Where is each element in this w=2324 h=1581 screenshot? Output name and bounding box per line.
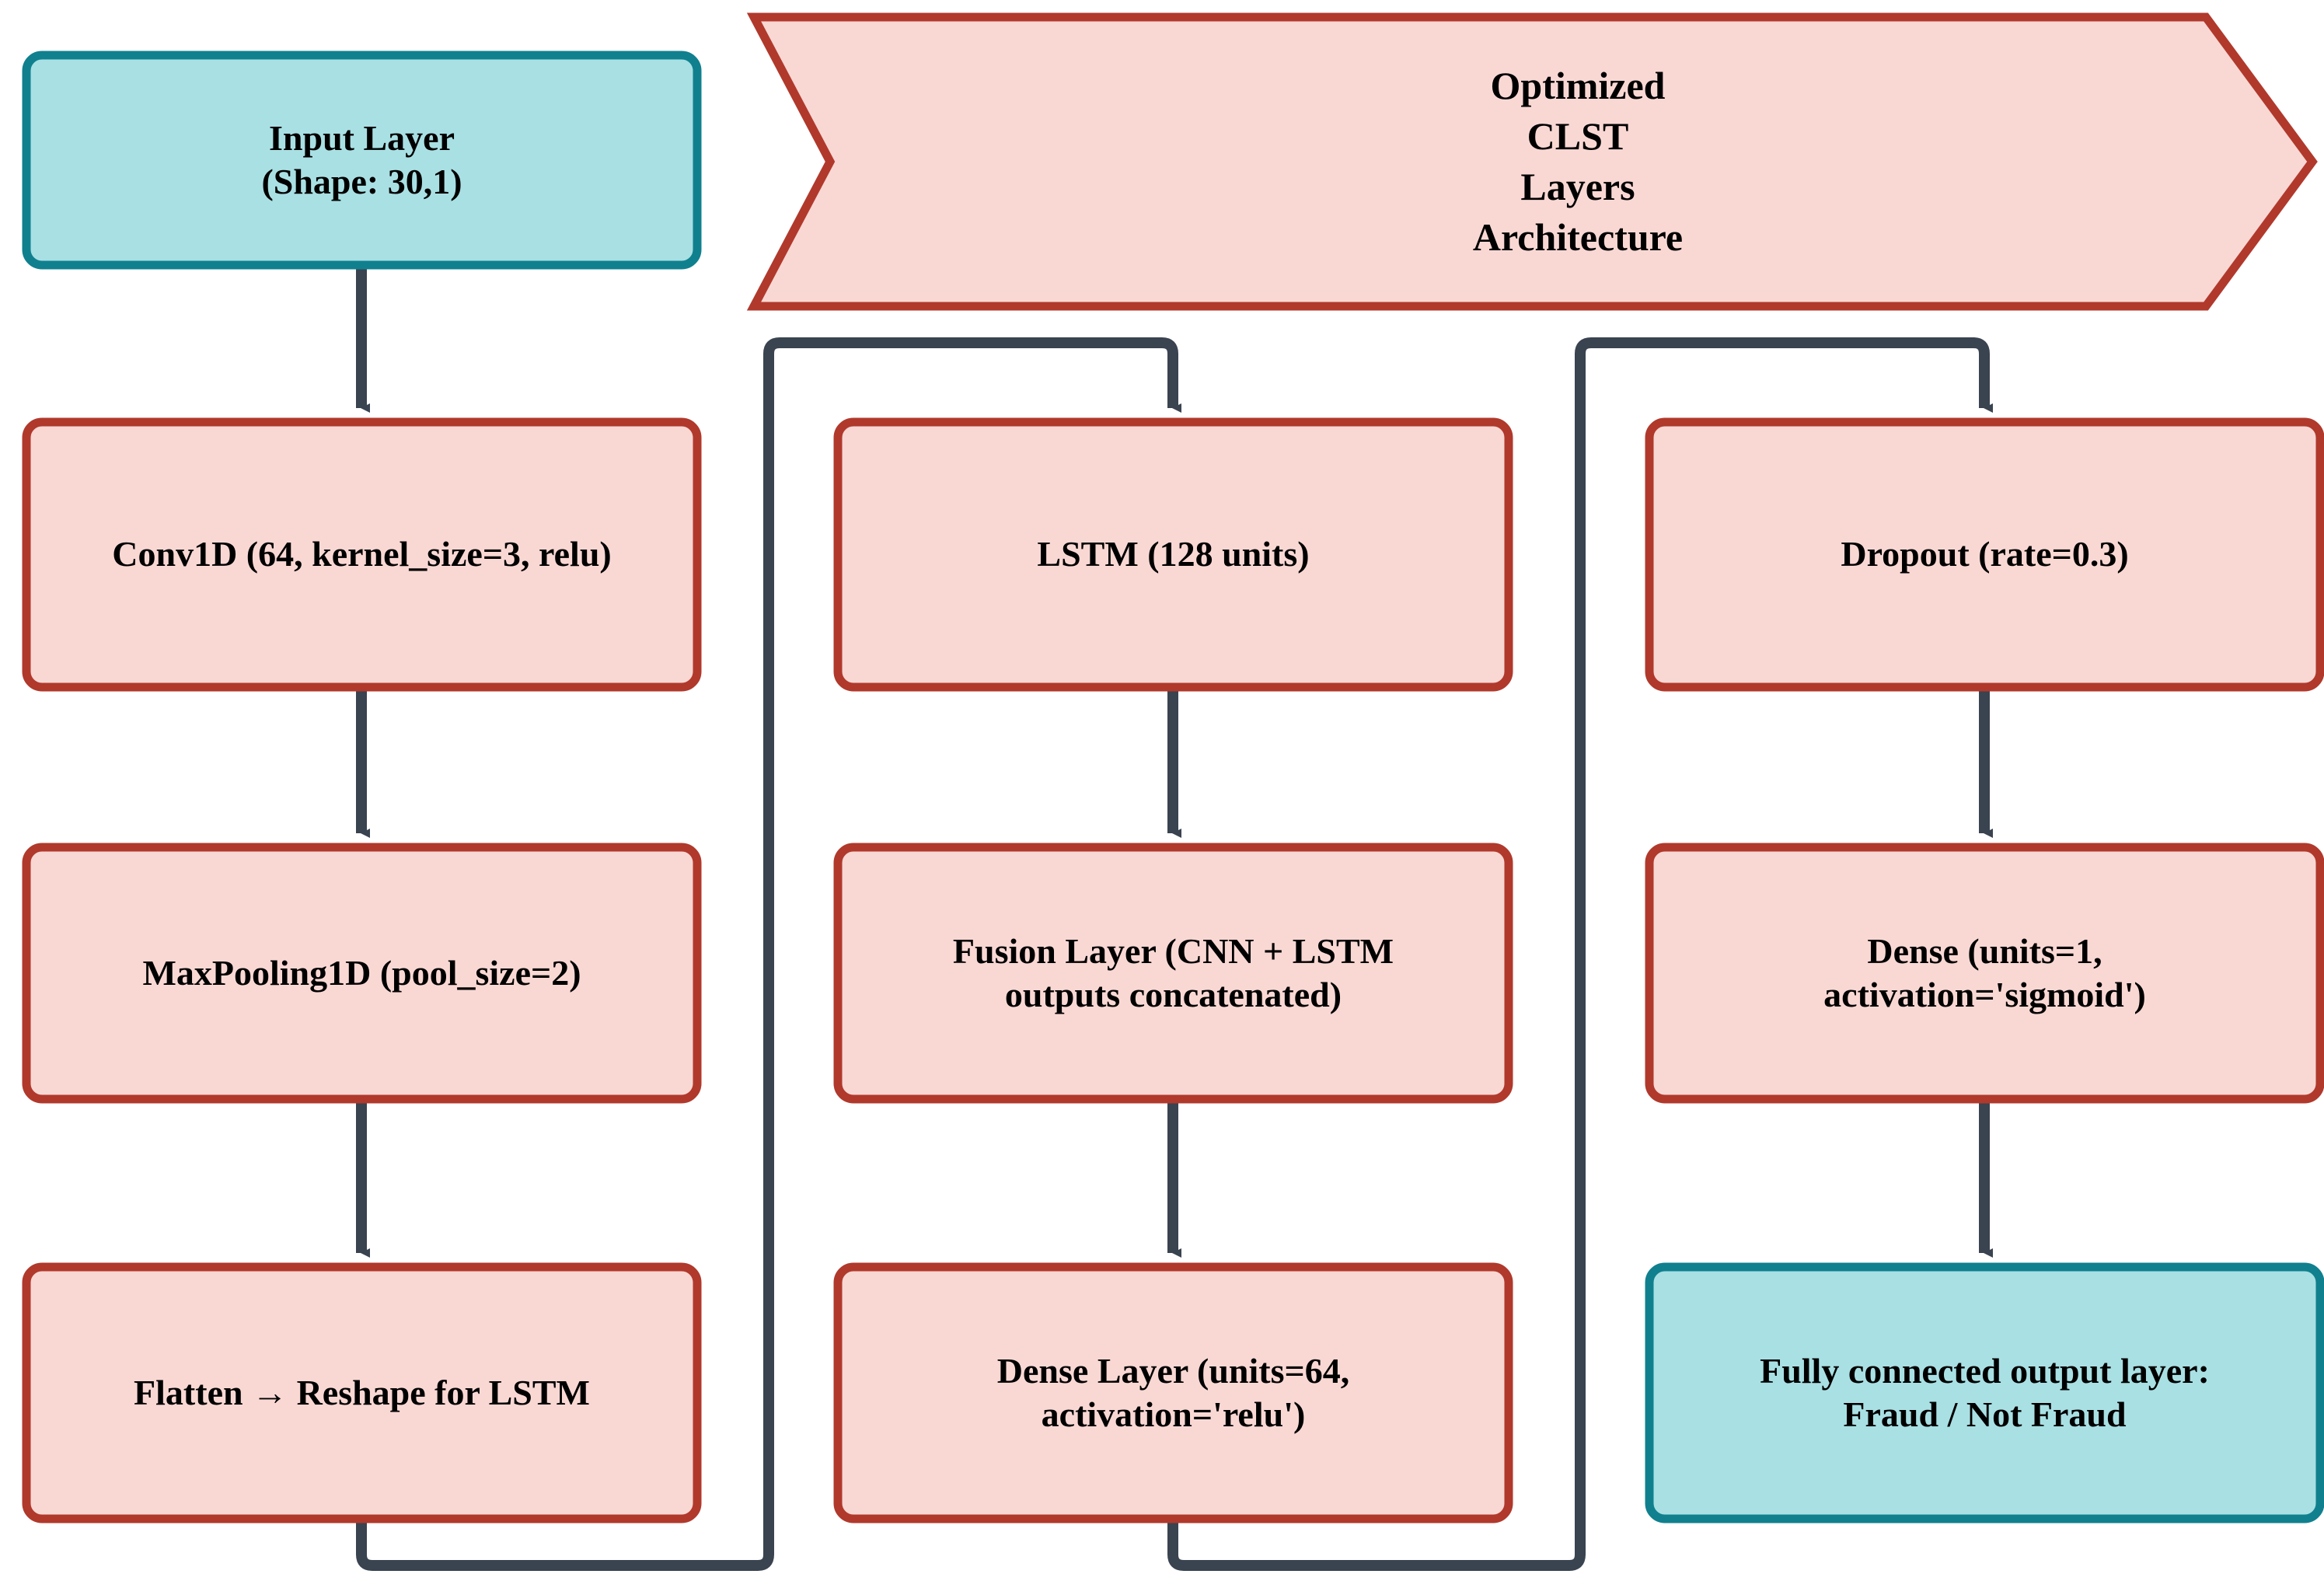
node-shape-dense-64[interactable] — [833, 1262, 1513, 1523]
node-shape-maxpooling1d[interactable] — [22, 843, 702, 1104]
node-shape-input-layer[interactable] — [22, 51, 702, 270]
node-shape-dropout[interactable] — [1645, 417, 2324, 692]
edge-flatten-to-lstm — [356, 337, 1181, 1571]
edge-dense64-to-dropout — [1167, 337, 1993, 1571]
node-shape-output-layer[interactable] — [1645, 1262, 2324, 1523]
node-shape-lstm[interactable] — [833, 417, 1513, 692]
banner-shape — [746, 12, 2318, 311]
connector-group — [356, 268, 1993, 1571]
node-shape-conv1d[interactable] — [22, 417, 702, 692]
node-shape-fusion-layer[interactable] — [833, 843, 1513, 1104]
node-shape-dense-1[interactable] — [1645, 843, 2324, 1104]
node-shape-flatten[interactable] — [22, 1262, 702, 1523]
